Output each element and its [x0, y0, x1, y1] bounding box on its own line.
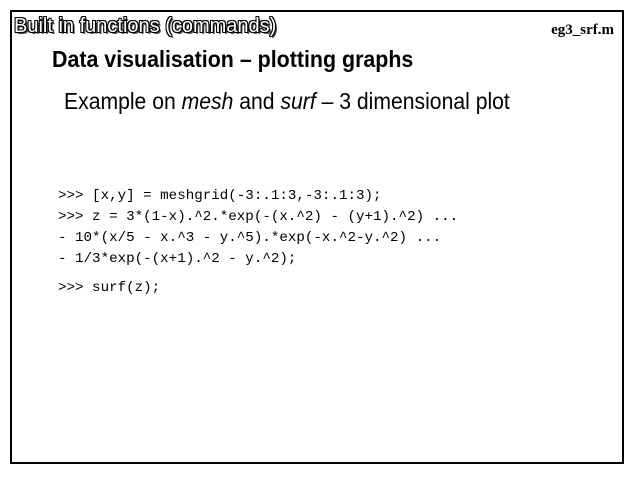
subtitle: Example on mesh and surf – 3 dimensional… — [64, 86, 510, 116]
code-line-z-part1: >>> z = 3*(1-x).^2.*exp(-(x.^2) - (y+1).… — [58, 209, 459, 225]
subtitle-term-mesh: mesh — [181, 88, 234, 114]
subtitle-term-surf: surf — [280, 88, 316, 114]
page-title: Data visualisation – plotting graphs — [52, 46, 414, 72]
code-line-z-part3: - 1/3*exp(-(x+1).^2 - y.^2); — [58, 251, 297, 267]
section-title: Built in functions (commands) — [14, 15, 277, 37]
subtitle-middle: and — [233, 88, 281, 114]
subtitle-suffix: – 3 dimensional plot — [315, 88, 510, 114]
subtitle-prefix: Example on — [64, 88, 182, 114]
file-name: eg3_srf.m — [551, 22, 614, 38]
slide-frame — [10, 10, 624, 464]
code-line-surf: >>> surf(z); — [58, 280, 161, 296]
code-line-meshgrid: >>> [x,y] = meshgrid(-3:.1:3,-3:.1:3); — [58, 188, 382, 204]
code-line-z-part2: - 10*(x/5 - x.^3 - y.^5).*exp(-x.^2-y.^2… — [58, 230, 442, 246]
code-block: >>> [x,y] = meshgrid(-3:.1:3,-3:.1:3); >>… — [58, 186, 458, 299]
